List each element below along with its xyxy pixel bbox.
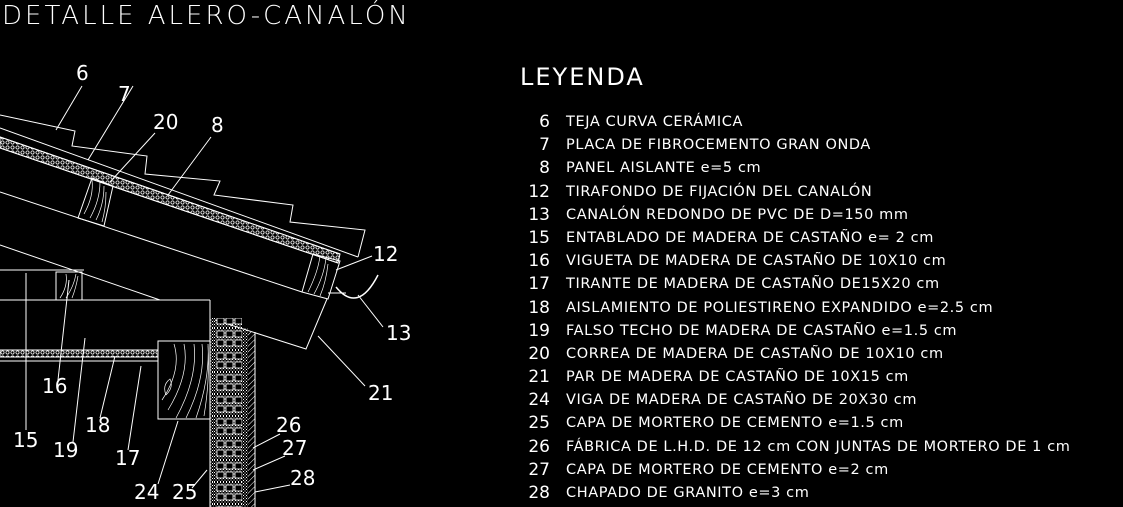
- callout-16: 16: [42, 374, 67, 398]
- legend-item-number: 25: [528, 413, 550, 434]
- callout-21: 21: [368, 381, 393, 405]
- legend-item-number: 21: [528, 367, 550, 388]
- callout-8: 8: [211, 113, 224, 137]
- legend-item-text: VIGUETA DE MADERA DE CASTAÑO DE 10X10 cm: [566, 253, 947, 270]
- legend-item-number: 19: [528, 320, 550, 341]
- legend-item-number: 7: [539, 135, 550, 156]
- legend-item-text: CHAPADO DE GRANITO e=3 cm: [566, 485, 810, 501]
- legend-item-text: CAPA DE MORTERO DE CEMENTO e=1.5 cm: [566, 415, 904, 432]
- callout-26: 26: [276, 413, 301, 437]
- legend-item-number: 27: [528, 459, 550, 480]
- legend-item-text: VIGA DE MADERA DE CASTAÑO DE 20X30 cm: [566, 392, 918, 409]
- callout-labels: 6 7 20 8 12 13 21 16 18 15 19 17 26 27 2…: [13, 61, 411, 504]
- callout-19: 19: [53, 438, 78, 462]
- legend-item-text: AISLAMIENTO DE POLIESTIRENO EXPANDIDO e=…: [566, 299, 994, 316]
- callout-25: 25: [172, 480, 197, 504]
- callout-24: 24: [134, 480, 159, 504]
- callout-6: 6: [76, 61, 89, 85]
- legend-item-number: 12: [528, 181, 550, 202]
- legend-item-number: 13: [528, 204, 550, 225]
- callout-15: 15: [13, 428, 38, 452]
- legend-item-text: TIRAFONDO DE FIJACIÓN DEL CANALÓN: [566, 183, 873, 200]
- legend-item-text: CORREA DE MADERA DE CASTAÑO DE 10X10 cm: [566, 345, 944, 362]
- drawing-title: DETALLE ALERO-CANALÓN: [2, 1, 411, 31]
- legend-item-number: 8: [539, 158, 550, 179]
- legend-item-text: CANALÓN REDONDO DE PVC DE D=150 mm: [566, 206, 909, 223]
- legend-item-text: CAPA DE MORTERO DE CEMENTO e=2 cm: [566, 461, 889, 478]
- callout-27: 27: [282, 436, 307, 460]
- legend-item-text: PANEL AISLANTE e=5 cm: [566, 160, 762, 177]
- legend-item-number: 6: [539, 112, 550, 132]
- legend-item-text: TIRANTE DE MADERA DE CASTAÑO DE15X20 cm: [566, 276, 940, 293]
- callout-13: 13: [386, 321, 411, 345]
- legend-item-number: 15: [528, 227, 550, 248]
- legend-title: LEYENDA: [520, 63, 645, 91]
- legend-item-text: FALSO TECHO DE MADERA DE CASTAÑO e=1.5 c…: [566, 322, 958, 339]
- callout-20: 20: [153, 110, 178, 134]
- callout-18: 18: [85, 413, 110, 437]
- legend-item-number: 26: [528, 436, 550, 457]
- callout-17: 17: [115, 446, 140, 470]
- callout-28: 28: [290, 466, 315, 490]
- callout-12: 12: [373, 242, 398, 266]
- legend-item-text: FÁBRICA DE L.H.D. DE 12 cm CON JUNTAS DE…: [566, 438, 1071, 455]
- roof-assembly: [0, 85, 384, 507]
- legend-item-number: 20: [528, 343, 550, 364]
- legend-item-text: PLACA DE FIBROCEMENTO GRAN ONDA: [566, 137, 871, 154]
- legend-item-number: 18: [528, 297, 550, 318]
- callout-7: 7: [118, 82, 131, 106]
- legend-item-text: ENTABLADO DE MADERA DE CASTAÑO e= 2 cm: [566, 229, 934, 246]
- legend-item-number: 24: [528, 390, 550, 411]
- legend-item-text: PAR DE MADERA DE CASTAÑO DE 10X15 cm: [566, 369, 909, 386]
- legend-item-text: TEJA CURVA CERÁMICA: [566, 114, 744, 130]
- legend-item-number: 17: [528, 274, 550, 295]
- legend-item-number: 28: [528, 483, 550, 503]
- legend-item-number: 16: [528, 251, 550, 272]
